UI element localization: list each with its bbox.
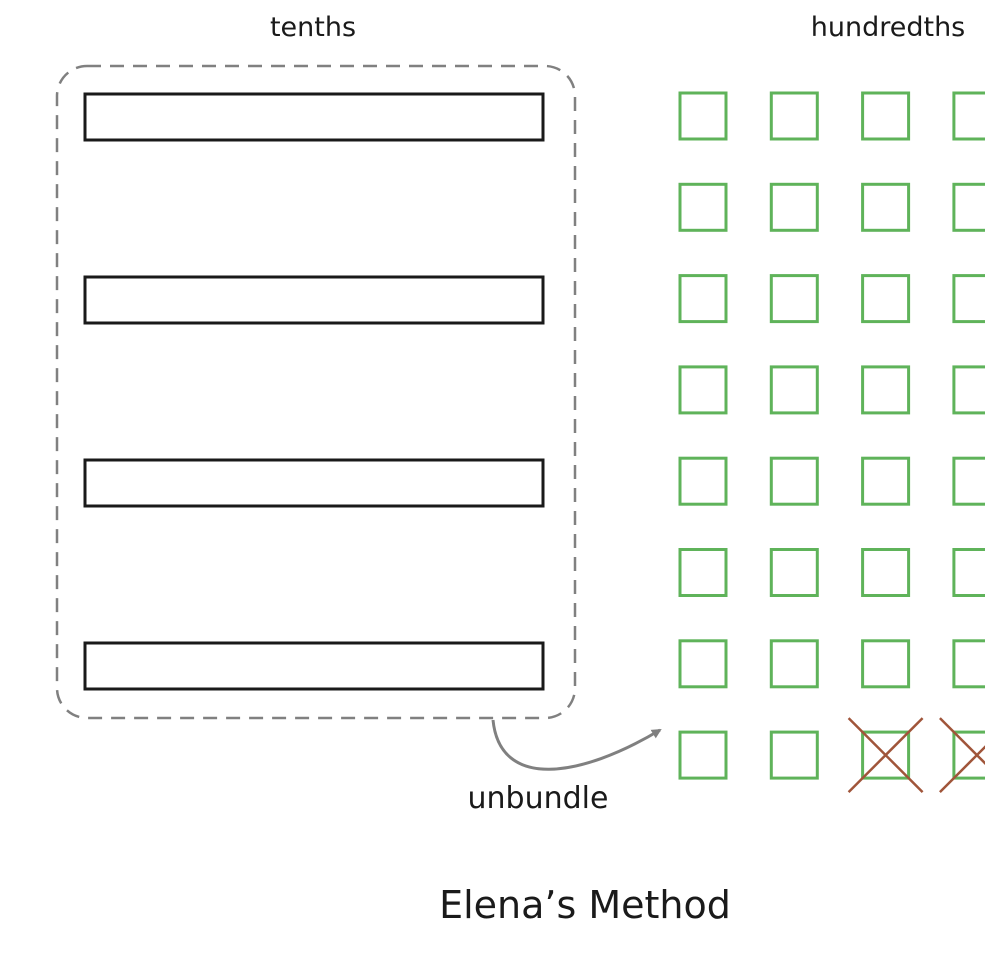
tenths-label: tenths: [270, 12, 356, 43]
hundredth-square: [952, 365, 985, 415]
hundredths-label: hundredths: [811, 12, 966, 43]
tenth-bar: [83, 275, 545, 325]
hundredth-square: [952, 730, 985, 780]
hundredth-square: [861, 365, 911, 415]
hundredth-square: [952, 91, 985, 141]
hundredth-square: [952, 274, 985, 324]
hundredth-square: [678, 730, 728, 780]
diagram-caption: Elena’s Method: [439, 883, 731, 927]
tenth-bar: [83, 458, 545, 508]
hundredths-grid: [678, 91, 985, 780]
hundredth-square: [769, 182, 819, 232]
hundredth-square: [952, 639, 985, 689]
hundredth-square: [769, 274, 819, 324]
unbundle-arrow: [491, 719, 662, 771]
hundredth-square: [769, 456, 819, 506]
hundredth-square: [769, 639, 819, 689]
hundredth-square: [861, 548, 911, 597]
cross-marks: [847, 717, 985, 793]
tenth-bar: [83, 92, 545, 142]
hundredth-square: [678, 639, 728, 689]
hundredth-square: [678, 548, 728, 597]
hundredth-square: [678, 182, 728, 232]
tenth-bar: [83, 641, 545, 691]
hundredth-square: [769, 91, 819, 141]
hundredth-square: [769, 365, 819, 415]
tenths-bars: [83, 92, 545, 691]
hundredth-square: [678, 456, 728, 506]
hundredth-square: [678, 365, 728, 415]
hundredth-square: [678, 91, 728, 141]
hundredth-square: [861, 91, 911, 141]
hundredth-square: [861, 639, 911, 689]
hundredth-square: [861, 182, 911, 232]
hundredth-square: [952, 182, 985, 232]
cross-mark: [939, 717, 985, 793]
hundredth-square: [678, 274, 728, 324]
hundredth-square: [952, 456, 985, 506]
hundredth-square: [769, 730, 819, 780]
hundredth-square: [952, 548, 985, 597]
tenths-group-border: [55, 64, 577, 720]
unbundle-label: unbundle: [468, 781, 609, 816]
hundredth-square: [861, 274, 911, 324]
cross-mark: [847, 717, 924, 793]
hundredth-square: [861, 456, 911, 506]
hundredth-square: [769, 548, 819, 597]
hundredth-square: [861, 730, 911, 780]
